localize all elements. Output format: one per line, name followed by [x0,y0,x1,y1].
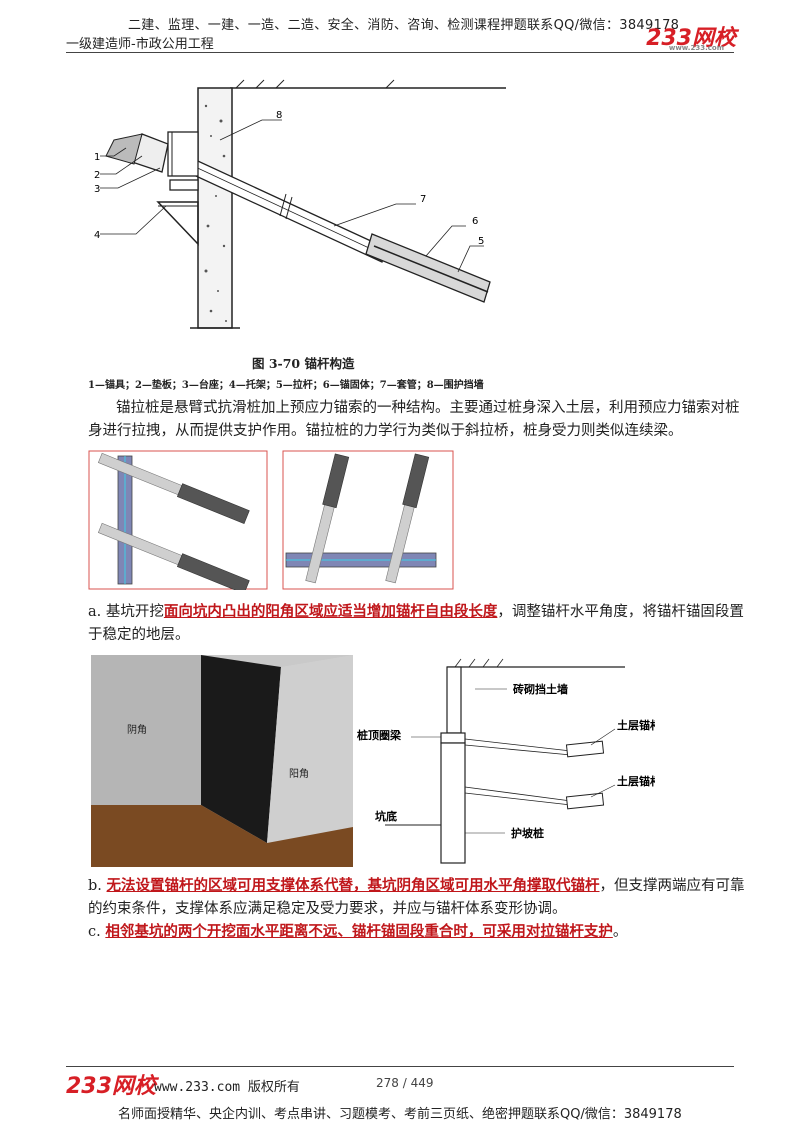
footer-site: www.233.com 版权所有 [154,1080,300,1095]
fig-label-2: 2 [94,170,100,181]
label-brick-wall: 砖砌挡土墙 [513,682,568,696]
item-b-highlight: 无法设置锚杆的区域可用支撑体系代替，基坑阴角区域可用水平角撑取代锚杆 [106,877,600,894]
header-rule [66,52,734,53]
slope-pile [440,742,466,864]
fig-label-3: 3 [94,184,100,195]
figure-legend: 1—锚具；2—垫板；3—台座；4—托架；5—拉杆；6—锚固体；7—套管；8—围护… [88,380,484,391]
item-b: b. 无法设置锚杆的区域可用支撑体系代替，基坑阴角区域可用水平角撑取代锚杆，但支… [88,874,748,921]
wall-anchor-diagram: 砖砌挡土墙 桩顶圈梁 土层锚杆 土层锚杆 坑底 护坡桩 [357,658,655,864]
item-a-rest: ，调整锚杆水平角度，将锚杆锚固段置于稳定的地层。 [88,604,744,643]
item-c-highlight: 相邻基坑的两个开挖面水平距离不远、锚杆锚固段重合时，可采用对拉锚杆支护 [105,923,613,940]
item-c: c. 相邻基坑的两个开挖面水平距离不远、锚杆锚固段重合时，可采用对拉锚杆支护。 [88,920,748,944]
corner-dark-wall [201,655,281,843]
fig-label-1: 1 [94,152,100,163]
fig-label-6: 6 [472,216,478,227]
corner-floor [91,805,353,867]
corner-photo: 阴角 阳角 [91,655,353,867]
anchor-pile-diagram-left [88,450,268,590]
label-slope-pile: 护坡桩 [511,826,544,840]
item-a: a. 基坑开挖面向坑内凸出的阳角区域应适当增加锚杆自由段长度，调整锚杆水平角度，… [88,600,748,647]
label-inner-corner: 阴角 [127,724,147,736]
header-logo: 233网校 [646,26,736,51]
item-a-lead: 基坑开挖 [105,604,164,620]
intro-paragraph: 锚拉桩是悬臂式抗滑桩加上预应力锚索的一种结构。主要通过桩身深入土层，利用预应力锚… [88,400,740,439]
item-a-highlight: 面向坑内凸出的阳角区域应适当增加锚杆自由段长度 [163,603,498,620]
bracket [156,201,199,246]
label-outer-corner: 阳角 [289,768,309,780]
retaining-wall [197,87,233,329]
footer-promo: 名师面授精华、央企内训、考点串讲、习题模考、考前三页纸、绝密押题联系QQ/微信：… [118,1107,682,1122]
header-promo-line: 二建、监理、一建、一造、二造、安全、消防、咨询、检测课程押题联系QQ/微信：38… [128,18,680,33]
label-crown-beam: 桩顶圈梁 [357,728,402,742]
header-logo-url: www.233.com [668,44,724,52]
header-subject: 一级建造师-市政公用工程 [66,37,214,52]
fig-label-4: 4 [94,230,100,241]
fig-label-7: 7 [420,194,426,205]
footer-logo: 233网校 [66,1074,156,1099]
figure-caption: 图 3-70 锚杆构造 [252,356,355,371]
item-b-rest: ，但支撑两端应有可靠的约束条件，支撑体系应满足稳定及受力要求，并应与锚杆体系变形… [88,878,745,917]
fig-label-5: 5 [478,236,484,247]
fig-label-8: 8 [276,110,282,121]
footer-page-number: 278 / 449 [376,1076,434,1090]
label-pit-bottom: 坑底 [375,809,397,823]
item-b-marker: b. [88,878,102,894]
item-c-rest: 。 [612,924,628,940]
anchor-structure-figure: 1 2 3 4 5 6 7 8 [94,79,506,329]
footer-rule [66,1066,734,1067]
item-a-marker: a. [88,604,102,620]
item-c-marker: c. [88,924,101,940]
anchor-pile-diagram-right [282,450,454,590]
label-anchor-upper: 土层锚杆 [617,718,655,732]
label-anchor-lower: 土层锚杆 [617,774,655,788]
